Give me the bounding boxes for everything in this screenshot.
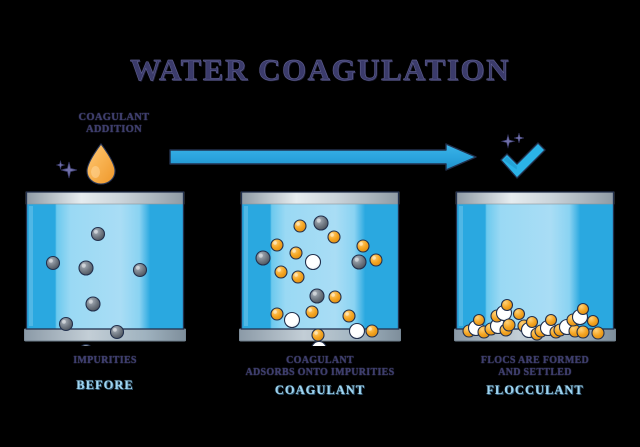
coagulant-particle <box>342 309 356 323</box>
particle-highlight <box>273 310 277 314</box>
particle-highlight <box>345 312 349 316</box>
caption-coagulant-bottom: COAGULANT <box>274 383 366 397</box>
caption-coagulant-top-l1: COAGULANT <box>286 355 354 366</box>
coagulant-particle <box>586 314 600 328</box>
coagulant-addition-line1: COAGULANT <box>78 112 150 123</box>
coagulant-particle <box>291 270 305 284</box>
impurity-particle <box>58 316 74 332</box>
particle-highlight <box>273 241 277 245</box>
coagulant-particle <box>472 313 486 327</box>
coagulant-particles <box>255 215 383 346</box>
droplet-icon <box>84 142 118 186</box>
caption-before-bottom: BEFORE <box>76 377 134 392</box>
particle-highlight <box>88 299 93 304</box>
coagulant-particle <box>311 328 325 342</box>
coagulant-particle <box>500 298 514 312</box>
coagulant-particle <box>356 239 370 253</box>
particle-highlight <box>135 265 140 270</box>
coagulant-particle <box>305 305 319 319</box>
sparkle-icon <box>500 132 525 149</box>
coagulant-particle <box>576 325 590 339</box>
sparkle-icon <box>55 158 82 184</box>
particle-highlight <box>308 308 312 312</box>
particle-highlight <box>93 229 98 234</box>
impurity-particle <box>81 343 91 346</box>
caption-flocculant-bottom: FLOCCULANT <box>486 383 584 397</box>
coagulant-particle <box>365 324 379 338</box>
coagulant-particle <box>576 302 590 316</box>
coagulant-particle <box>591 326 605 340</box>
particle-highlight <box>61 319 66 324</box>
particle-highlight <box>314 331 318 335</box>
impurity-particle <box>255 250 271 266</box>
coagulant-particle <box>327 230 341 244</box>
particle-highlight <box>48 258 53 263</box>
particle-highlight <box>359 242 363 246</box>
page-title: WATER COAGULATION <box>129 52 511 87</box>
coagulant-particle <box>270 307 284 321</box>
particle-highlight <box>296 222 300 226</box>
coagulant-particle <box>544 313 558 327</box>
beaker-impurities <box>24 190 186 346</box>
coagulant-particle <box>512 307 526 321</box>
impurity-particle <box>132 262 148 278</box>
particle-highlight <box>294 273 298 277</box>
coagulant-particle <box>270 238 284 252</box>
coagulant-particle <box>525 315 539 329</box>
coagulant-addition-label: COAGULANT ADDITION <box>58 112 170 136</box>
impurity-particle <box>313 215 329 231</box>
coagulant-particle <box>293 219 307 233</box>
coagulant-particle <box>274 265 288 279</box>
caption-coagulant: COAGULANT ADSORBS ONTO IMPURITIES COAGUL… <box>215 355 425 398</box>
coagulant-particle <box>289 246 303 260</box>
impurity-particle <box>109 324 125 340</box>
floc-particle <box>304 253 322 271</box>
impurity-particle <box>85 296 101 312</box>
caption-before-top: IMPURITIES <box>73 355 137 366</box>
settled-flocs <box>462 298 605 341</box>
impurity-particles <box>45 226 148 346</box>
beaker-flocculant <box>454 190 616 346</box>
coagulant-addition-line2: ADDITION <box>85 124 143 135</box>
particle-highlight <box>368 327 372 331</box>
particle-highlight <box>312 291 317 296</box>
caption-coagulant-top-l2: ADSORBS ONTO IMPURITIES <box>245 366 395 378</box>
particle-highlight <box>316 218 321 223</box>
beaker-coagulant <box>239 190 401 346</box>
floc-particle <box>283 311 301 329</box>
checkmark-icon <box>496 132 550 181</box>
coagulant-particle <box>502 318 516 332</box>
coagulant-particle <box>328 290 342 304</box>
right-arrow-icon <box>168 142 478 172</box>
impurity-particle <box>45 255 61 271</box>
impurity-particle <box>351 254 367 270</box>
caption-flocculant-top-l2: AND SETTLED <box>498 366 572 378</box>
particle-highlight <box>277 268 281 272</box>
caption-flocculant-top-l1: FLOCS ARE FORMED <box>480 355 590 366</box>
floc-particle <box>348 322 366 340</box>
impurity-particle <box>309 288 325 304</box>
particle-highlight <box>81 263 86 268</box>
impurity-particle <box>90 226 106 242</box>
particle-highlight <box>372 256 376 260</box>
coagulant-particle <box>369 253 383 267</box>
impurity-particle <box>78 260 94 276</box>
floc-particle <box>311 340 327 346</box>
particle-highlight <box>330 233 334 237</box>
particle-highlight <box>112 327 117 332</box>
particle-highlight <box>258 253 263 258</box>
particle-highlight <box>354 257 359 262</box>
caption-flocculant: FLOCS ARE FORMED AND SETTLED FLOCCULANT <box>430 355 640 398</box>
particle-highlight <box>331 293 335 297</box>
particle-highlight <box>292 249 296 253</box>
caption-before: IMPURITIES BEFORE <box>0 355 210 393</box>
